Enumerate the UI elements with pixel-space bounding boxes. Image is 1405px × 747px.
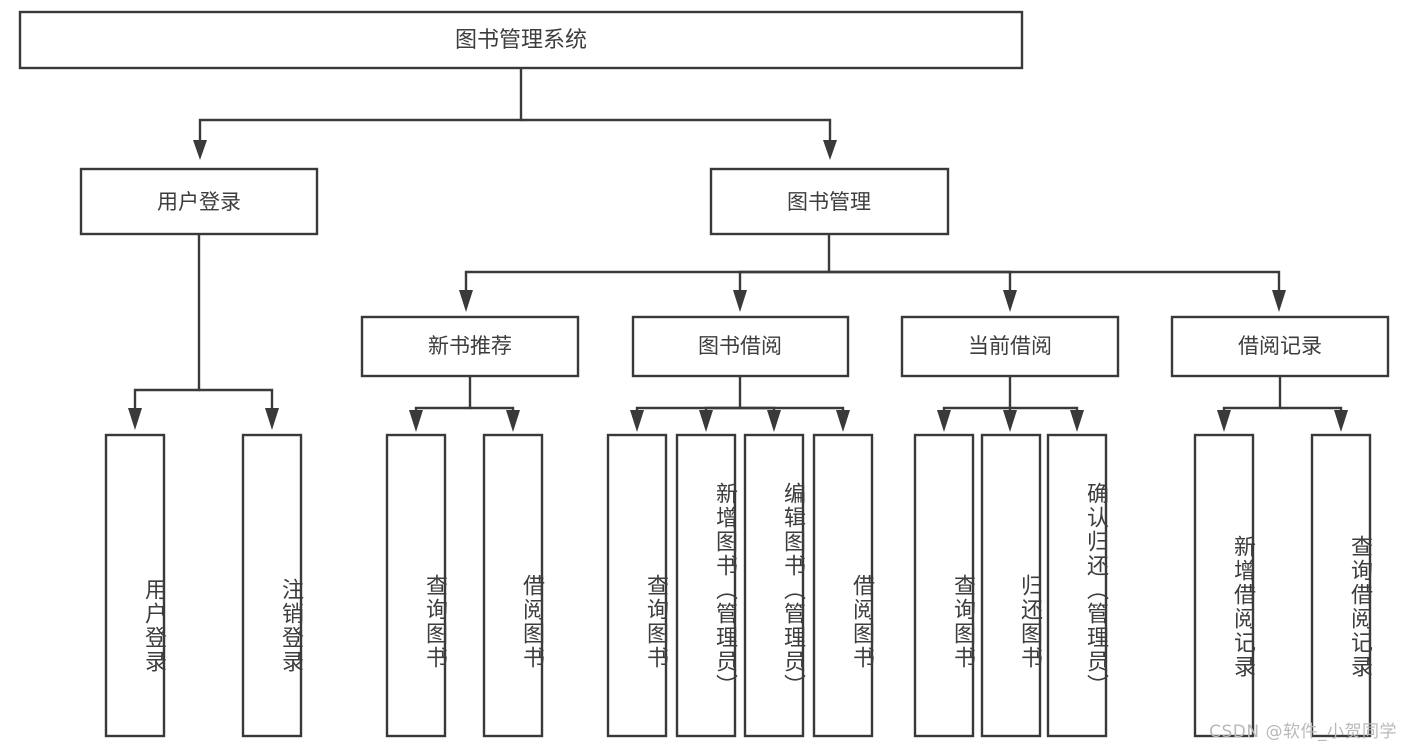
edges-new-book-recommend-to-leaves [409, 376, 520, 432]
edges-current-borrow-to-leaves [937, 376, 1084, 432]
edge-book-manage-to-book-borrow [738, 270, 829, 290]
edges-user-login-to-leaves [128, 234, 279, 430]
leaf-box-bb-borrow-book[interactable] [812, 433, 874, 738]
node-book-borrow[interactable]: 图书借阅 [631, 315, 850, 378]
node-root-label: 图书管理系统 [455, 28, 587, 53]
node-borrow-record[interactable]: 借阅记录 [1170, 315, 1390, 378]
node-user-login-label: 用户登录 [157, 190, 241, 214]
edge-book-manage-to-borrow-record [829, 270, 1281, 290]
node-current-borrow-label: 当前借阅 [968, 334, 1052, 358]
edge-book-manage-to-current-borrow [829, 270, 1012, 290]
edge-bb-leaf-1 [635, 376, 742, 412]
node-book-manage[interactable]: 图书管理 [709, 167, 950, 236]
arrowhead-cb-leaf-2 [1003, 410, 1017, 432]
arrowhead-bb-leaf-1 [630, 410, 644, 432]
arrowhead-book-manage [823, 140, 837, 160]
edge-bb-leaf-4 [740, 406, 845, 412]
node-new-book-recommend-label: 新书推荐 [428, 334, 512, 358]
arrowhead-new-book [459, 290, 473, 312]
node-book-borrow-label: 图书借阅 [698, 334, 782, 358]
node-current-borrow[interactable]: 当前借阅 [900, 315, 1120, 378]
node-borrow-record-label: 借阅记录 [1238, 334, 1322, 358]
edge-user-login-leaf-2 [199, 388, 274, 408]
arrowhead-user-login [193, 140, 207, 160]
arrowhead-cb-leaf-1 [937, 410, 951, 432]
node-user-login-box[interactable] [79, 167, 319, 236]
leaf-box-cb-query-book[interactable] [913, 433, 975, 738]
arrowhead-book-borrow [733, 290, 747, 312]
edge-br-leaf-2 [1280, 406, 1343, 412]
edges-borrow-record-to-leaves [1217, 376, 1348, 432]
leaf-box-cb-return-book[interactable] [980, 433, 1042, 738]
leaf-box-nbr-borrow-book[interactable] [482, 433, 544, 738]
arrowhead-bb-leaf-3 [767, 410, 781, 432]
leaf-box-bb-add-book[interactable] [675, 433, 737, 738]
leaf-box-user-login[interactable] [104, 433, 166, 738]
arrowhead-bb-leaf-2 [699, 410, 713, 432]
node-root-box[interactable] [18, 10, 1024, 70]
edge-root-to-user-login [198, 68, 523, 140]
leaf-box-bb-edit-book[interactable] [743, 433, 805, 738]
arrowhead-cb-leaf-3 [1070, 410, 1084, 432]
arrowhead-bb-leaf-4 [836, 410, 850, 432]
edges-root-to-level1 [193, 68, 837, 160]
edge-user-login-leaf-1 [133, 234, 201, 408]
arrowhead-leaf-logout [265, 408, 279, 430]
leaf-box-cb-confirm-return[interactable] [1046, 433, 1108, 738]
leaf-box-nbr-query-book[interactable] [385, 433, 447, 738]
node-current-borrow-box[interactable] [900, 315, 1120, 378]
edges-book-borrow-to-leaves [630, 376, 850, 432]
arrowhead-leaf-user-login [128, 408, 142, 430]
edge-br-leaf-1 [1222, 376, 1282, 412]
node-user-login[interactable]: 用户登录 [79, 167, 319, 236]
arrowhead-nbr-leaf-1 [409, 410, 423, 432]
arrowhead-br-leaf-1 [1217, 410, 1231, 432]
leaf-box-br-query-record[interactable] [1310, 433, 1372, 738]
edge-root-to-book-manage [521, 118, 832, 140]
arrowhead-nbr-leaf-2 [506, 410, 520, 432]
edges-book-manage-to-level2 [459, 234, 1286, 312]
edge-cb-leaf-1 [942, 376, 1012, 412]
edge-nbr-leaf-1 [414, 376, 472, 412]
leaf-box-logout[interactable] [241, 433, 303, 738]
node-book-manage-label: 图书管理 [787, 190, 871, 214]
leaf-box-bb-query-book[interactable] [606, 433, 668, 738]
leaf-box-br-add-record[interactable] [1193, 433, 1255, 738]
arrowhead-current-borrow [1003, 290, 1017, 312]
node-new-book-recommend-box[interactable] [360, 315, 580, 378]
node-root[interactable]: 图书管理系统 [18, 10, 1024, 70]
edge-cb-leaf-3 [1010, 406, 1079, 412]
arrowhead-br-leaf-2 [1334, 410, 1348, 432]
arrowhead-borrow-record [1272, 290, 1286, 312]
edge-book-manage-to-new-book [464, 234, 831, 290]
node-new-book-recommend[interactable]: 新书推荐 [360, 315, 580, 378]
